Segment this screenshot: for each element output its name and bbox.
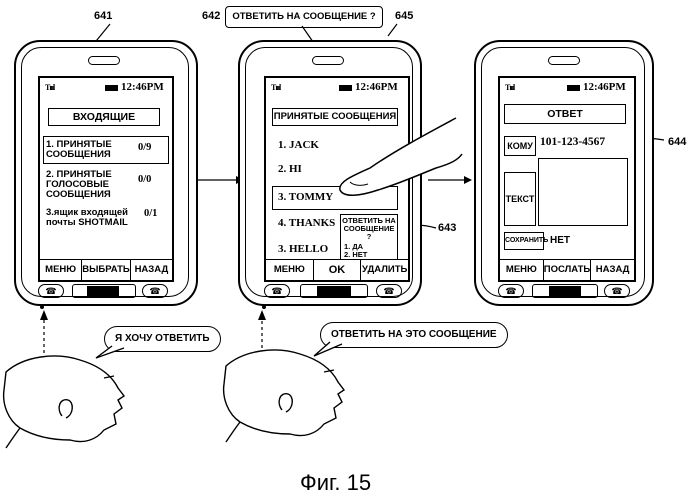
user-head-2 <box>224 350 344 442</box>
user-head-1 <box>4 356 124 448</box>
figure-caption: Фиг. 15 <box>300 470 371 496</box>
